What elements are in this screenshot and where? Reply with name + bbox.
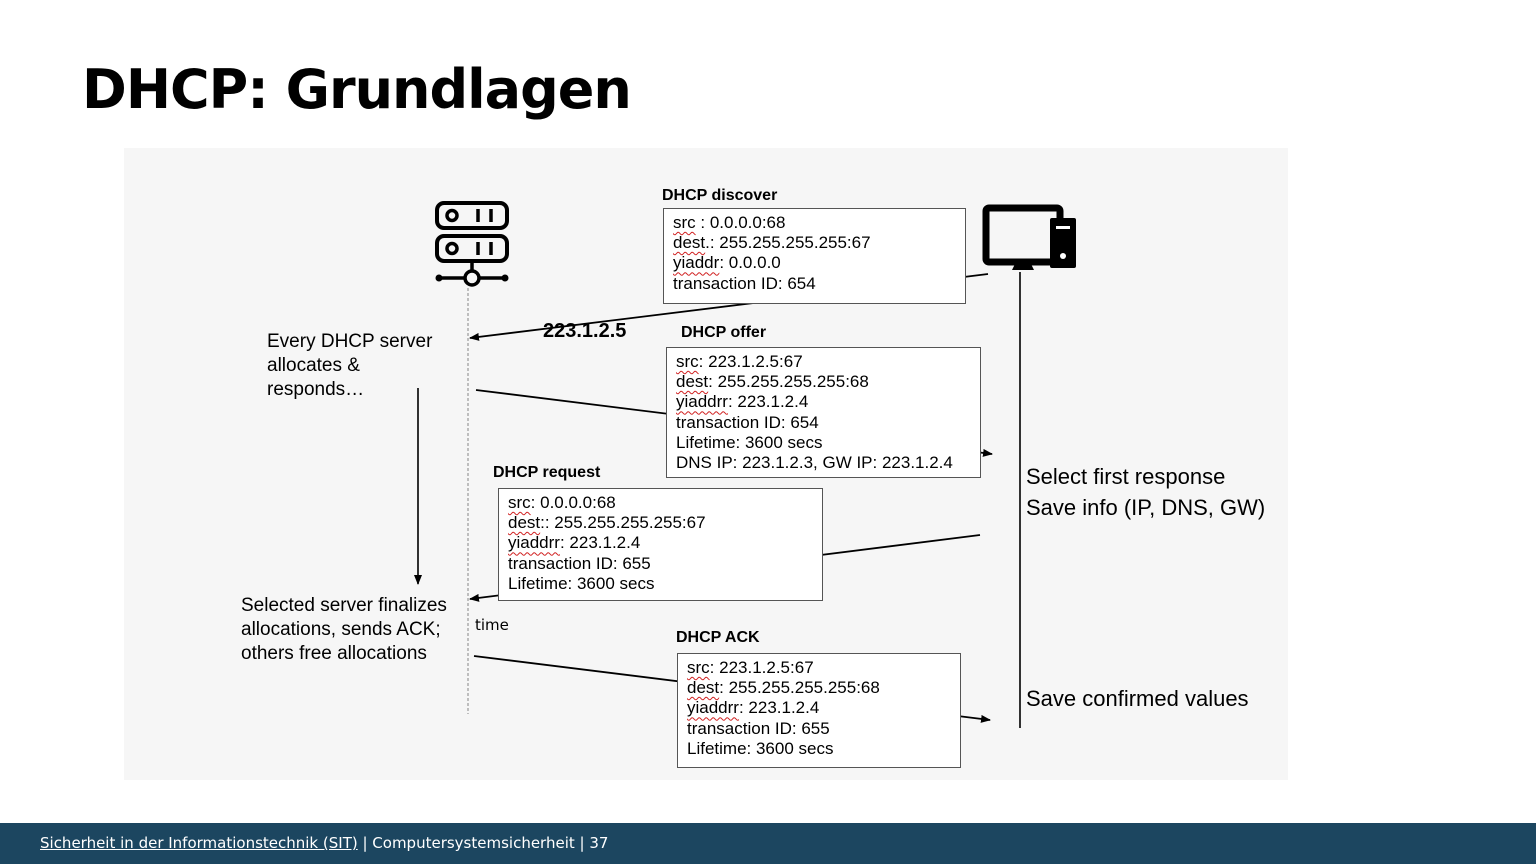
field-name: yiaddrr — [508, 533, 560, 553]
offer-message-box: src: 223.1.2.5:67 dest: 255.255.255.255:… — [666, 347, 981, 478]
note-line: allocates & — [267, 355, 360, 376]
server-allocates-note: Every DHCP server allocates & responds… — [267, 330, 432, 402]
field-name: src — [508, 493, 531, 512]
note-line: Save confirmed values — [1026, 686, 1249, 711]
message-line: yiaddrr: 223.1.2.4 — [508, 533, 813, 553]
footer-institute-link[interactable]: Sicherheit in der Informationstechnik (S… — [40, 834, 358, 852]
note-line: others free allocations — [241, 643, 427, 664]
request-message-box: src: 0.0.0.0:68 dest:: 255.255.255.255:6… — [498, 488, 823, 601]
message-line: src: 223.1.2.5:67 — [676, 352, 971, 372]
message-line: src: 223.1.2.5:67 — [687, 658, 951, 678]
field-name: dest — [508, 513, 541, 533]
message-line: transaction ID: 654 — [676, 412, 819, 432]
note-line: Select first response — [1026, 464, 1226, 489]
field-value: .: 255.255.255.255:67 — [705, 233, 871, 253]
note-line: allocations, sends ACK; — [241, 619, 441, 640]
server-icon — [435, 201, 509, 287]
field-value: : 255.255.255.255:68 — [719, 678, 880, 698]
field-name: src — [676, 352, 699, 371]
field-value: : 0.0.0.0 — [719, 253, 781, 273]
field-value: : 0.0.0.0:68 — [695, 213, 786, 232]
note-line: responds… — [267, 379, 365, 400]
message-line: src : 0.0.0.0:68 — [673, 213, 956, 233]
footer-separator: | — [574, 834, 590, 852]
field-name: yiaddrr — [687, 698, 739, 718]
discover-message-box: src : 0.0.0.0:68 dest.: 255.255.255.255:… — [663, 208, 966, 304]
request-title: DHCP request — [493, 464, 601, 481]
field-value: :: 255.255.255.255:67 — [540, 513, 706, 533]
message-line: Lifetime: 3600 secs — [687, 738, 834, 758]
message-line: transaction ID: 655 — [508, 553, 651, 573]
page-title: DHCP: Grundlagen — [82, 58, 632, 121]
server-finalizes-note: Selected server finalizes allocations, s… — [241, 594, 447, 666]
message-line: transaction ID: 654 — [673, 273, 816, 293]
discover-title: DHCP discover — [662, 187, 778, 204]
note-line: Save info (IP, DNS, GW) — [1026, 495, 1266, 520]
note-line: Selected server finalizes — [241, 595, 447, 616]
message-line: transaction ID: 655 — [687, 718, 830, 738]
message-line: dest:: 255.255.255.255:67 — [508, 513, 813, 533]
client-confirm-note: Save confirmed values — [1026, 683, 1249, 714]
field-value: : 223.1.2.4 — [738, 698, 820, 718]
server-ip-label: 223.1.2.5 — [543, 320, 627, 342]
computer-icon — [982, 204, 1076, 270]
field-name: dest — [687, 678, 720, 698]
field-name: yiaddrr — [676, 392, 728, 412]
ack-title: DHCP ACK — [676, 629, 760, 646]
time-label: time — [475, 616, 509, 634]
message-line: dest.: 255.255.255.255:67 — [673, 233, 956, 253]
field-name: src — [687, 658, 710, 677]
field-value: : 223.1.2.4 — [559, 533, 641, 553]
message-line: Lifetime: 3600 secs — [676, 432, 823, 452]
field-value: : 223.1.2.4 — [727, 392, 809, 412]
field-name: dest — [673, 233, 706, 253]
client-select-note: Select first response Save info (IP, DNS… — [1026, 461, 1265, 523]
message-line: yiaddr: 0.0.0.0 — [673, 253, 956, 273]
message-line: dest: 255.255.255.255:68 — [687, 678, 951, 698]
message-line: Lifetime: 3600 secs — [508, 573, 655, 593]
footer-course: Computersystemsicherheit — [372, 834, 575, 852]
message-line: DNS IP: 223.1.2.3, GW IP: 223.1.2.4 — [676, 453, 953, 473]
field-name: dest — [676, 372, 709, 392]
message-line: yiaddrr: 223.1.2.4 — [687, 698, 951, 718]
ack-message-box: src: 223.1.2.5:67 dest: 255.255.255.255:… — [677, 653, 961, 768]
note-line: Every DHCP server — [267, 331, 433, 352]
field-value: : 255.255.255.255:68 — [708, 372, 869, 392]
field-value: : 223.1.2.5:67 — [709, 658, 814, 677]
field-value: : 0.0.0.0:68 — [530, 493, 616, 512]
message-line: src: 0.0.0.0:68 — [508, 493, 813, 513]
message-line: yiaddrr: 223.1.2.4 — [676, 392, 971, 412]
dhcp-sequence-diagram: 223.1.2.5 DHCP discover src : 0.0.0.0:68… — [124, 148, 1288, 780]
footer-bar: Sicherheit in der Informationstechnik (S… — [0, 823, 1536, 864]
field-name: yiaddr — [673, 253, 720, 273]
footer-separator: | — [357, 834, 373, 852]
footer-text: Sicherheit in der Informationstechnik (S… — [40, 834, 608, 852]
footer-page-number: 37 — [589, 834, 609, 852]
field-value: : 223.1.2.5:67 — [698, 352, 803, 371]
offer-title: DHCP offer — [681, 324, 767, 341]
field-name: src — [673, 213, 696, 232]
message-line: dest: 255.255.255.255:68 — [676, 372, 971, 392]
